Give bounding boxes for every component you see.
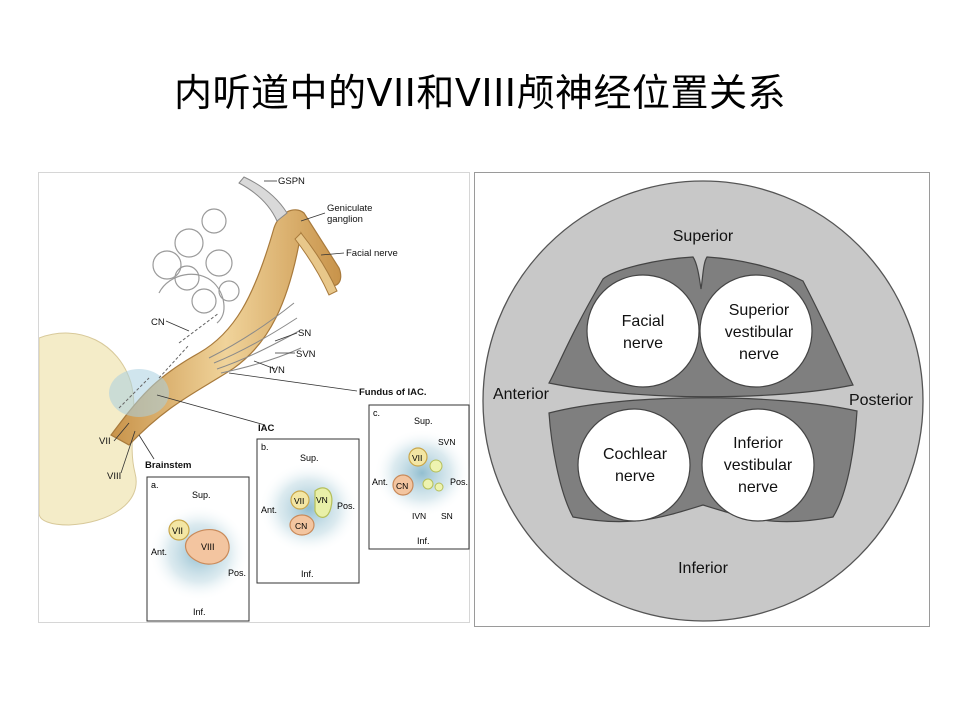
cochlear-nerve-circle [577, 408, 691, 522]
gspn-branch [238, 176, 288, 222]
superior-vestibular-label-line1: Superior [729, 302, 790, 319]
inset-b-ant: Ant. [261, 505, 277, 515]
label-iac: IAC [258, 423, 275, 434]
inset-a-pos: Pos. [228, 568, 246, 578]
inset-c-sup: Sup. [414, 416, 433, 426]
brainstem-shape [38, 332, 137, 526]
inset-b-inf: Inf. [301, 569, 314, 579]
direction-anterior: Anterior [493, 386, 550, 403]
inset-c-inf: Inf. [417, 536, 430, 546]
inset-b-nerve-vn: VN [316, 495, 328, 505]
inset-c-nerve-sn: SN [441, 511, 453, 521]
direction-inferior: Inferior [678, 560, 728, 577]
inferior-vestibular-nerve-circle [701, 408, 815, 522]
inset-b-nerve-vii: VII [294, 496, 304, 506]
superior-vestibular-nerve-circle [699, 274, 813, 388]
facial-nerve-branch [294, 232, 338, 296]
superior-vestibular-label-line2: vestibular [725, 324, 794, 341]
inset-c-nerve-vii: VII [412, 453, 422, 463]
cross-section-panel: Superior Inferior Anterior Posterior Fac… [474, 172, 930, 627]
facial-nerve-label-line2: nerve [623, 335, 663, 352]
inset-b: b. Sup. Inf. Ant. Pos. VII VN CN [256, 438, 360, 584]
label-gspn: GSPN [278, 176, 305, 187]
labyrinth-outline [152, 208, 240, 324]
cochlear-nerve-label-line2: nerve [615, 468, 655, 485]
inset-c-nerve-ivn: IVN [412, 511, 426, 521]
label-brainstem: Brainstem [145, 460, 191, 471]
leader-lines [113, 180, 358, 474]
inset-a-sup: Sup. [192, 490, 211, 500]
inset-c-pos: Pos. [450, 477, 468, 487]
inset-c-nerve-svn: SVN [438, 437, 455, 447]
inset-a-inf: Inf. [193, 607, 206, 617]
cross-section-diagram: Superior Inferior Anterior Posterior Fac… [482, 180, 924, 622]
facial-nerve-circle [586, 274, 700, 388]
inset-b-nerve-cn: CN [295, 521, 307, 531]
label-cn: CN [151, 317, 165, 328]
inset-a-letter: a. [151, 480, 159, 490]
label-sn: SN [298, 328, 311, 339]
inset-a-ant: Ant. [151, 547, 167, 557]
iac-dashed-lines [118, 312, 220, 409]
superior-vestibular-label-line3: nerve [739, 346, 779, 363]
inferior-vestibular-label-line2: vestibular [724, 457, 793, 474]
inset-c-letter: c. [373, 408, 380, 418]
page-title: 内听道中的VII和VIII颅神经位置关系 [173, 71, 787, 115]
facial-nerve-label-line1: Facial [622, 313, 665, 330]
inset-a-nerve-viii: VIII [201, 542, 215, 552]
inferior-vestibular-label-line3: nerve [738, 479, 778, 496]
inset-b-letter: b. [261, 442, 269, 452]
inset-c-ant: Ant. [372, 477, 388, 487]
inset-c: c. Sup. Inf. Ant. Pos. VII CN SVN IVN SN [368, 404, 470, 550]
direction-posterior: Posterior [849, 392, 914, 409]
label-ivn: IVN [269, 365, 285, 376]
direction-superior: Superior [673, 228, 734, 245]
inset-a: a. Sup. Inf. Ant. Pos. VII VIII [146, 476, 250, 622]
inset-c-nerve-cn: CN [396, 481, 408, 491]
cochlear-nerve-label-line1: Cochlear [603, 446, 668, 463]
label-facial-nerve: Facial nerve [346, 248, 398, 259]
label-ganglion: ganglion [327, 214, 363, 225]
label-svn: SVN [296, 349, 316, 360]
anatomy-illustration: GSPN Geniculate ganglion Facial nerve CN… [38, 176, 470, 622]
label-viii: VIII [107, 471, 121, 482]
inset-b-pos: Pos. [337, 501, 355, 511]
label-vii: VII [99, 436, 111, 447]
anatomy-illustration-panel: GSPN Geniculate ganglion Facial nerve CN… [38, 172, 470, 623]
label-fundus: Fundus of IAC. [359, 387, 427, 398]
inset-b-sup: Sup. [300, 453, 319, 463]
inferior-vestibular-label-line1: Inferior [733, 435, 783, 452]
label-geniculate: Geniculate [327, 203, 372, 214]
inset-a-nerve-vii: VII [172, 526, 183, 536]
